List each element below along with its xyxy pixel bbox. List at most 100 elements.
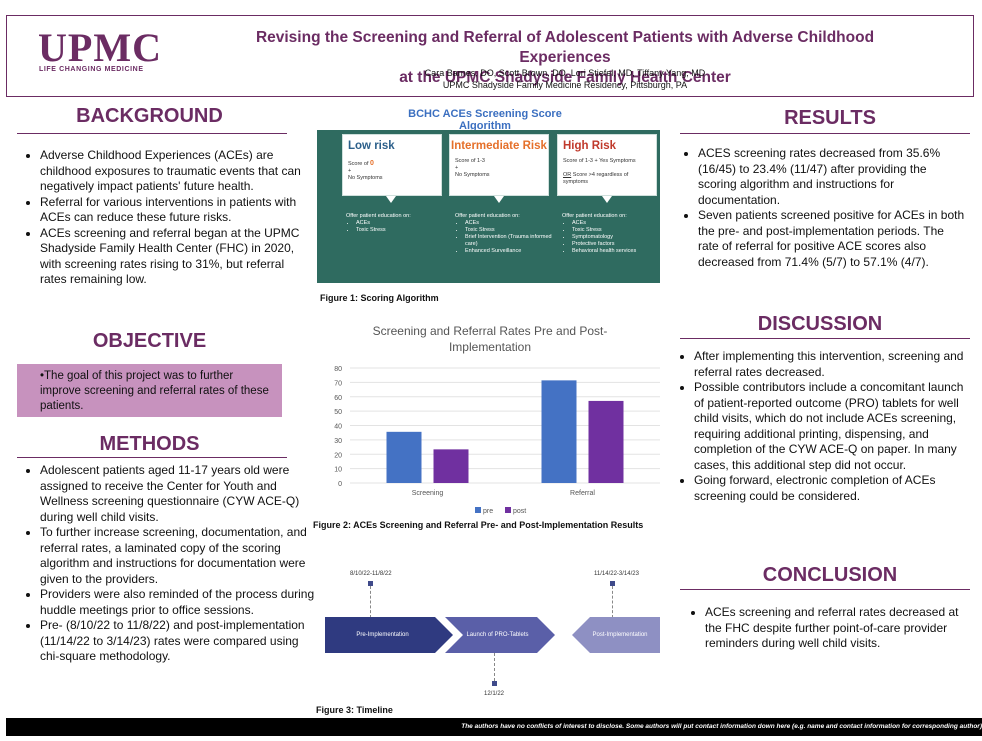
x-tick-label: Screening <box>412 490 444 497</box>
upmc-logo: UPMC <box>38 25 162 70</box>
logo-tagline: LIFE CHANGING MEDICINE <box>39 66 144 73</box>
low-score-value: 0 <box>370 160 374 167</box>
poster-header <box>6 15 974 97</box>
high-risk-card <box>557 134 657 196</box>
title-line-2: at the UPMC Shadyside Family Health Cent… <box>399 69 731 86</box>
high-or: OR <box>563 172 572 178</box>
arrow-down-icon <box>386 196 396 203</box>
intermediate-risk-criteria: Score of 1-3 + No Symptoms <box>455 158 543 179</box>
arrow-down-icon <box>494 196 504 203</box>
intermediate-item: Brief Intervention (Trauma informed care… <box>465 234 555 248</box>
discussion-bullet: Possible contributors include a concomit… <box>694 380 970 473</box>
timeline-connector <box>612 586 613 618</box>
y-tick-label: 10 <box>334 467 342 474</box>
results-list: ACES screening rates decreased from 35.6… <box>678 146 966 270</box>
title-line-1: Revising the Screening and Referral of A… <box>255 29 875 66</box>
legend-swatch <box>505 507 511 513</box>
timeline-date-pre: 8/10/22-11/8/22 <box>350 571 392 577</box>
legend-label: post <box>513 508 526 515</box>
conclusion-heading: CONCLUSION <box>762 564 898 586</box>
timeline-post-shape <box>572 617 660 653</box>
discussion-bullet: After implementing this intervention, sc… <box>694 349 970 380</box>
high-item: Toxic Stress <box>572 227 658 234</box>
legend-swatch <box>475 507 481 513</box>
high-item: ACEs <box>572 220 658 227</box>
high-score2: Score >4 <box>571 172 595 178</box>
intermediate-risk-actions: Offer patient education on: ACEs Toxic S… <box>455 213 555 255</box>
discussion-rule <box>680 338 970 339</box>
low-risk-actions: Offer patient education on: ACEs Toxic S… <box>346 213 442 234</box>
low-risk-heading: Low risk <box>348 140 395 152</box>
affiliation: UPMC Shadyside Family Medicine Residency… <box>442 80 688 90</box>
low-risk-criteria: Score of 0 + No Symptoms <box>348 160 436 182</box>
high-risk-actions: Offer patient education on: ACEs Toxic S… <box>562 213 658 255</box>
results-bullet: ACES screening rates decreased from 35.6… <box>698 146 966 208</box>
methods-rule <box>17 457 287 458</box>
intermediate-symptoms: No Symptoms <box>455 172 490 178</box>
background-bullet: Referral for various interventions in pa… <box>40 195 308 226</box>
discussion-list: After implementing this intervention, sc… <box>674 349 970 504</box>
timeline-marker <box>492 681 497 686</box>
high-regardless: regardless of symptoms <box>563 172 629 185</box>
background-heading: BACKGROUND <box>76 105 223 127</box>
low-item: Toxic Stress <box>356 227 442 234</box>
low-offer: Offer patient education on: <box>346 213 411 219</box>
y-tick-label: 60 <box>334 395 342 402</box>
y-tick-label: 20 <box>334 452 342 459</box>
timeline-launch-shape <box>445 617 555 653</box>
methods-bullet: To further increase screening, documenta… <box>40 525 318 587</box>
discussion-heading: DISCUSSION <box>757 313 883 335</box>
intermediate-score: Score of 1-3 <box>455 158 485 164</box>
intermediate-risk-heading: Intermediate Risk <box>451 140 547 152</box>
methods-heading: METHODS <box>99 433 200 455</box>
timeline-connector <box>494 653 495 681</box>
low-score-prefix: Score of <box>348 161 371 167</box>
timeline-date-post: 11/14/22-3/14/23 <box>594 571 639 577</box>
timeline-pre-shape <box>325 617 453 653</box>
poster-title: Revising the Screening and Referral of A… <box>210 28 920 88</box>
timeline-launch-label: Launch of PRO-Tablets <box>466 632 529 638</box>
results-bullet: Seven patients screened positive for ACE… <box>698 208 966 270</box>
arrow-down-icon <box>602 196 612 203</box>
timeline-marker <box>368 581 373 586</box>
legend-label: pre <box>483 508 493 515</box>
objective-text: •The goal of this project was to further… <box>40 370 269 412</box>
low-item: ACEs <box>356 220 442 227</box>
background-list: Adverse Childhood Experiences (ACEs) are… <box>20 148 308 288</box>
methods-list: Adolescent patients aged 11-17 years old… <box>20 463 318 665</box>
intermediate-risk-card <box>449 134 549 196</box>
authors: Cara Barnes, DO, Scott Brown, DO, Lori S… <box>424 68 706 78</box>
algorithm-title: BCHC ACEs Screening Score Algorithm <box>408 108 562 132</box>
figure-2-caption: Figure 2: ACEs Screening and Referral Pr… <box>313 520 644 530</box>
results-heading: RESULTS <box>784 107 876 129</box>
y-tick-label: 70 <box>334 380 342 387</box>
intermediate-item: Toxic Stress <box>465 227 555 234</box>
background-bullet: ACEs screening and referral began at the… <box>40 226 308 288</box>
high-offer: Offer patient education on: <box>562 213 627 219</box>
results-rule <box>680 133 970 134</box>
intermediate-item: Enhanced Surveillance <box>465 248 555 255</box>
intermediate-offer: Offer patient education on: <box>455 213 520 219</box>
footer: The authors have no conflicts of interes… <box>6 718 982 736</box>
authors-block: Cara Barnes, DO, Scott Brown, DO, Lori S… <box>210 67 920 91</box>
timeline-connector <box>370 586 371 618</box>
high-risk-heading: High Risk <box>563 140 617 152</box>
intermediate-plus: + <box>455 165 459 171</box>
timeline-date-launch: 12/1/22 <box>484 691 505 697</box>
objective-box <box>17 364 282 417</box>
methods-bullet: Pre- (8/10/22 to 11/8/22) and post-imple… <box>40 618 318 665</box>
timeline-post-label: Post-Implementation <box>592 632 648 638</box>
intermediate-item: ACEs <box>465 220 555 227</box>
objective-text-content: The goal of this project was to further … <box>40 370 269 412</box>
timeline-marker <box>610 581 615 586</box>
bar-post-screening <box>433 449 469 483</box>
high-item: Behavioral health services <box>572 248 658 255</box>
y-tick-label: 30 <box>334 438 342 445</box>
low-plus: + <box>348 168 352 174</box>
high-item: Symptomatology <box>572 234 658 241</box>
y-tick-label: 0 <box>338 481 342 488</box>
conclusion-rule <box>680 589 970 590</box>
y-tick-label: 40 <box>334 424 342 431</box>
discussion-bullet: Going forward, electronic completion of … <box>694 473 970 504</box>
